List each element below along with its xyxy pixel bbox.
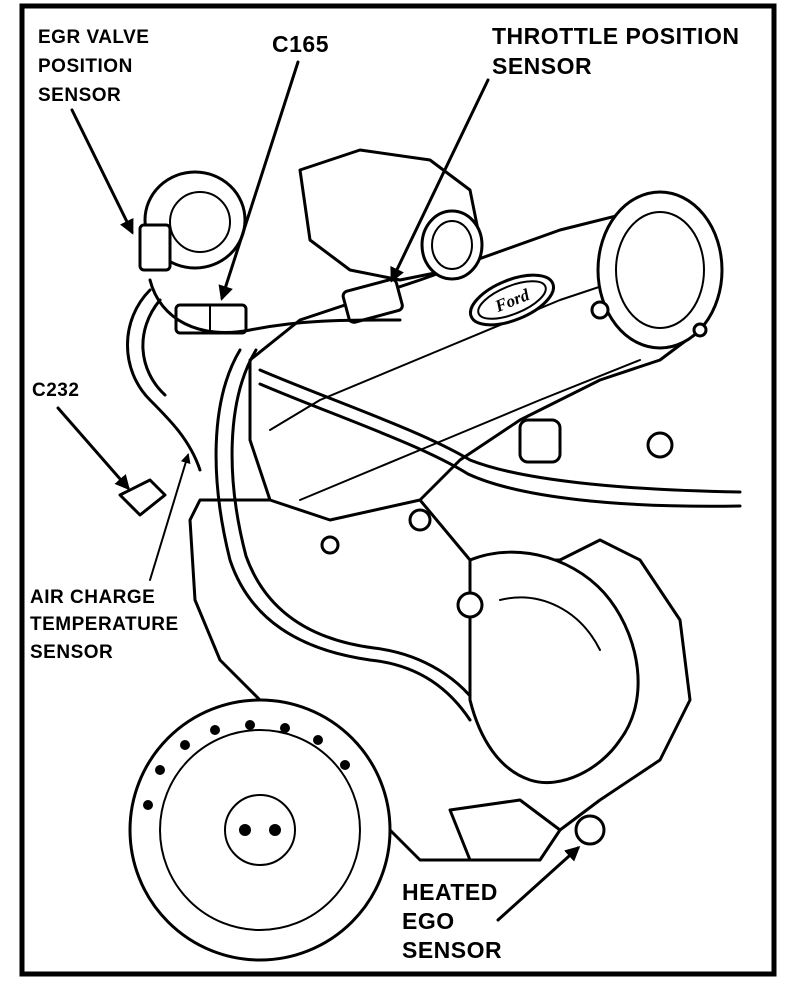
tps-body	[341, 277, 404, 324]
tps-arrow	[390, 78, 490, 283]
egr-sensor-body	[138, 223, 172, 272]
engine-bolts	[320, 300, 708, 619]
svg-text:AIR CHARGE: AIR CHARGE	[30, 587, 155, 608]
svg-text:POSITION: POSITION	[38, 56, 133, 77]
exhaust-manifold	[468, 550, 640, 785]
valve-cover-edge	[269, 269, 651, 431]
svg-text:SENSOR: SENSOR	[30, 642, 113, 663]
svg-text:HEATED: HEATED	[402, 879, 498, 905]
flywheel-bolt-holes	[143, 720, 350, 836]
diagram-frame	[19, 3, 777, 977]
heater-tube	[214, 348, 472, 722]
svg-text:THROTTLE POSITION: THROTTLE POSITION	[492, 23, 739, 49]
act-sensor-body	[118, 478, 167, 517]
wiring-harness-left	[126, 288, 202, 472]
egr-valve-inner	[169, 191, 231, 253]
svg-text:SENSOR: SENSOR	[38, 85, 121, 106]
flywheel-ring	[159, 729, 361, 931]
flywheel	[128, 698, 392, 962]
svg-text:SENSOR: SENSOR	[402, 937, 502, 963]
ego-sensor-arrow	[496, 845, 581, 922]
valve-cover-lower-edge	[299, 359, 641, 501]
label-c165: C165	[272, 31, 329, 57]
ego-sensor-body	[574, 814, 606, 846]
vacuum-hose	[258, 368, 742, 494]
label-air-charge-temperature-sensor: AIR CHARGE TEMPERATURE SENSOR	[30, 587, 179, 663]
engine-illustration: Ford	[118, 148, 742, 962]
wiring-harness-upper	[148, 278, 402, 335]
ford-logo-oval	[469, 273, 555, 327]
exhaust-flange	[448, 798, 562, 862]
label-c232: C232	[32, 380, 79, 401]
svg-text:SENSOR: SENSOR	[492, 53, 592, 79]
label-heated-ego-sensor: HEATED EGO SENSOR	[402, 879, 502, 963]
exhaust-manifold-rib	[499, 596, 601, 651]
act-sensor-arrow	[149, 453, 191, 581]
ford-logo-inner	[477, 280, 547, 320]
svg-text:EGR VALVE: EGR VALVE	[38, 27, 149, 48]
timing-pulley-cover	[596, 190, 724, 350]
c165-arrow	[218, 60, 300, 301]
heater-tube-outer	[230, 348, 484, 714]
egr-sensor-arrow	[70, 108, 134, 235]
svg-text:EGO: EGO	[402, 908, 455, 934]
flywheel-hub	[224, 794, 296, 866]
wiring-harness-left-2	[141, 298, 167, 397]
hose-fitting	[518, 418, 562, 464]
label-throttle-position-sensor: THROTTLE POSITION SENSOR	[492, 23, 739, 79]
throttle-body-bore-inner	[431, 220, 473, 270]
svg-text:TEMPERATURE: TEMPERATURE	[30, 614, 179, 635]
vacuum-hose-outer	[258, 382, 742, 508]
valve-cover	[248, 208, 702, 522]
c232-arrow	[56, 406, 130, 491]
timing-pulley-inner	[615, 211, 705, 329]
label-egr-valve-position-sensor: EGR VALVE POSITION SENSOR	[38, 27, 149, 106]
